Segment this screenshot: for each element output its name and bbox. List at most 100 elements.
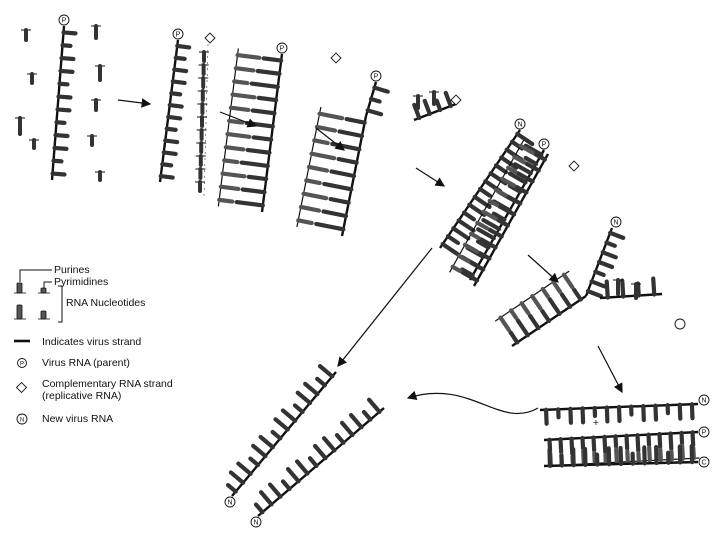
nucleotide-base: [324, 438, 334, 450]
nucleotide-base: [256, 505, 263, 513]
nucleotide-base: [351, 415, 361, 427]
paired-base: [542, 311, 549, 321]
paired-base: [228, 134, 250, 137]
nucleotide-base: [295, 405, 303, 411]
nucleotide-base: [55, 148, 67, 149]
nucleotide-base: [448, 236, 458, 243]
paired-base: [309, 167, 327, 171]
nucleotide-base: [62, 58, 74, 59]
paired-base: [498, 220, 508, 225]
nucleotide-base: [64, 32, 76, 33]
paired-base: [221, 187, 238, 189]
nucleotide-base: [53, 174, 65, 175]
nucleotide-base: [606, 243, 614, 246]
virus-strand-backbone: [258, 408, 384, 516]
stage-7-three-strands: NPC+: [540, 395, 709, 467]
parent-strand-marker-label: P: [542, 141, 547, 148]
legend-complementary-label-line1: Complementary RNA strand: [42, 378, 173, 390]
paired-base: [530, 316, 538, 328]
complementary-strand-marker-label: C: [701, 459, 706, 466]
nucleotide-base: [337, 435, 344, 443]
nucleotide-base: [653, 279, 654, 295]
legend-pyrimidines-label: Pyrimidines: [54, 276, 108, 288]
nucleotide-base: [592, 281, 605, 286]
nucleotide-base: [546, 410, 547, 424]
paired-base: [649, 448, 650, 461]
nucleotide-base: [162, 164, 171, 165]
nucleotide-base: [368, 110, 381, 114]
paired-base: [671, 433, 672, 449]
paired-base: [237, 202, 263, 205]
paired-base: [605, 437, 606, 453]
nucleotide-base: [177, 46, 189, 48]
paired-base: [693, 432, 694, 445]
new-strand-marker-label: N: [253, 519, 258, 526]
nucleotide-base: [622, 281, 623, 297]
paired-base: [252, 84, 278, 87]
paired-base: [347, 119, 365, 123]
legend-pyrimidine-icon: [38, 288, 50, 319]
paired-base: [323, 211, 346, 216]
paired-base: [471, 263, 483, 270]
nucleotide-base: [261, 492, 271, 504]
paired-base: [511, 310, 516, 317]
nucleotide-base: [480, 189, 490, 196]
paired-base: [660, 450, 661, 460]
nucleotide-base: [595, 272, 603, 275]
paired-base: [320, 114, 343, 119]
paired-base: [518, 320, 528, 335]
nucleotide-base: [297, 461, 307, 473]
paired-base: [317, 127, 335, 131]
paired-base: [248, 150, 270, 153]
nucleotide-base: [161, 176, 173, 178]
nucleotide-base: [57, 122, 65, 123]
paired-base: [594, 437, 595, 450]
nucleotide-base: [610, 233, 623, 238]
paired-base: [638, 435, 639, 451]
parent-strand-marker-label: P: [62, 17, 67, 24]
arrow-stage5-to-6: [528, 255, 558, 282]
nucleotide-base: [320, 366, 332, 376]
arrow-stage6-to-7: [598, 346, 622, 392]
paired-base: [553, 282, 560, 292]
paired-base: [514, 157, 524, 162]
stage-6-replication-fork: N: [495, 217, 685, 346]
paired-base: [324, 184, 351, 189]
paired-base: [627, 436, 628, 449]
paired-base: [532, 296, 540, 308]
paired-base: [522, 303, 529, 313]
paired-base: [496, 190, 506, 195]
paired-base: [339, 131, 362, 136]
stage-8-new-virus-rna: NN: [225, 366, 384, 527]
nucleotide-base: [619, 407, 620, 421]
paired-base: [627, 451, 628, 461]
paired-base: [258, 71, 280, 74]
virus-strand-backbone: [52, 26, 64, 180]
nucleotide-base: [59, 97, 71, 98]
paired-base: [236, 68, 253, 70]
nucleotide-base: [374, 88, 387, 92]
legend-pyrimidine-leader: [44, 282, 52, 288]
nucleotide-base: [371, 99, 380, 102]
paired-base: [508, 197, 520, 204]
new-strand-marker-label: N: [517, 121, 522, 128]
arrow-stage7-to-8: [408, 393, 538, 413]
paired-base: [511, 332, 518, 342]
parent-strand-backbone: [544, 432, 698, 440]
nucleotide-base: [459, 220, 474, 230]
nucleotide-base: [283, 410, 295, 420]
nucleotide-base: [298, 393, 310, 403]
legend-purine-icon: [14, 283, 26, 319]
nucleotide-base: [655, 406, 656, 420]
parent-strand-marker-label: P: [176, 31, 181, 38]
paired-base: [660, 434, 661, 447]
nucleotide-base: [164, 152, 176, 154]
nucleotide-base: [275, 419, 287, 429]
paired-base: [301, 207, 319, 211]
nucleotide-base: [464, 213, 474, 220]
paired-base: [304, 194, 327, 199]
paired-base: [616, 436, 617, 446]
paired-base: [229, 121, 242, 123]
nucleotide-base: [607, 282, 608, 298]
paired-base: [543, 289, 548, 296]
